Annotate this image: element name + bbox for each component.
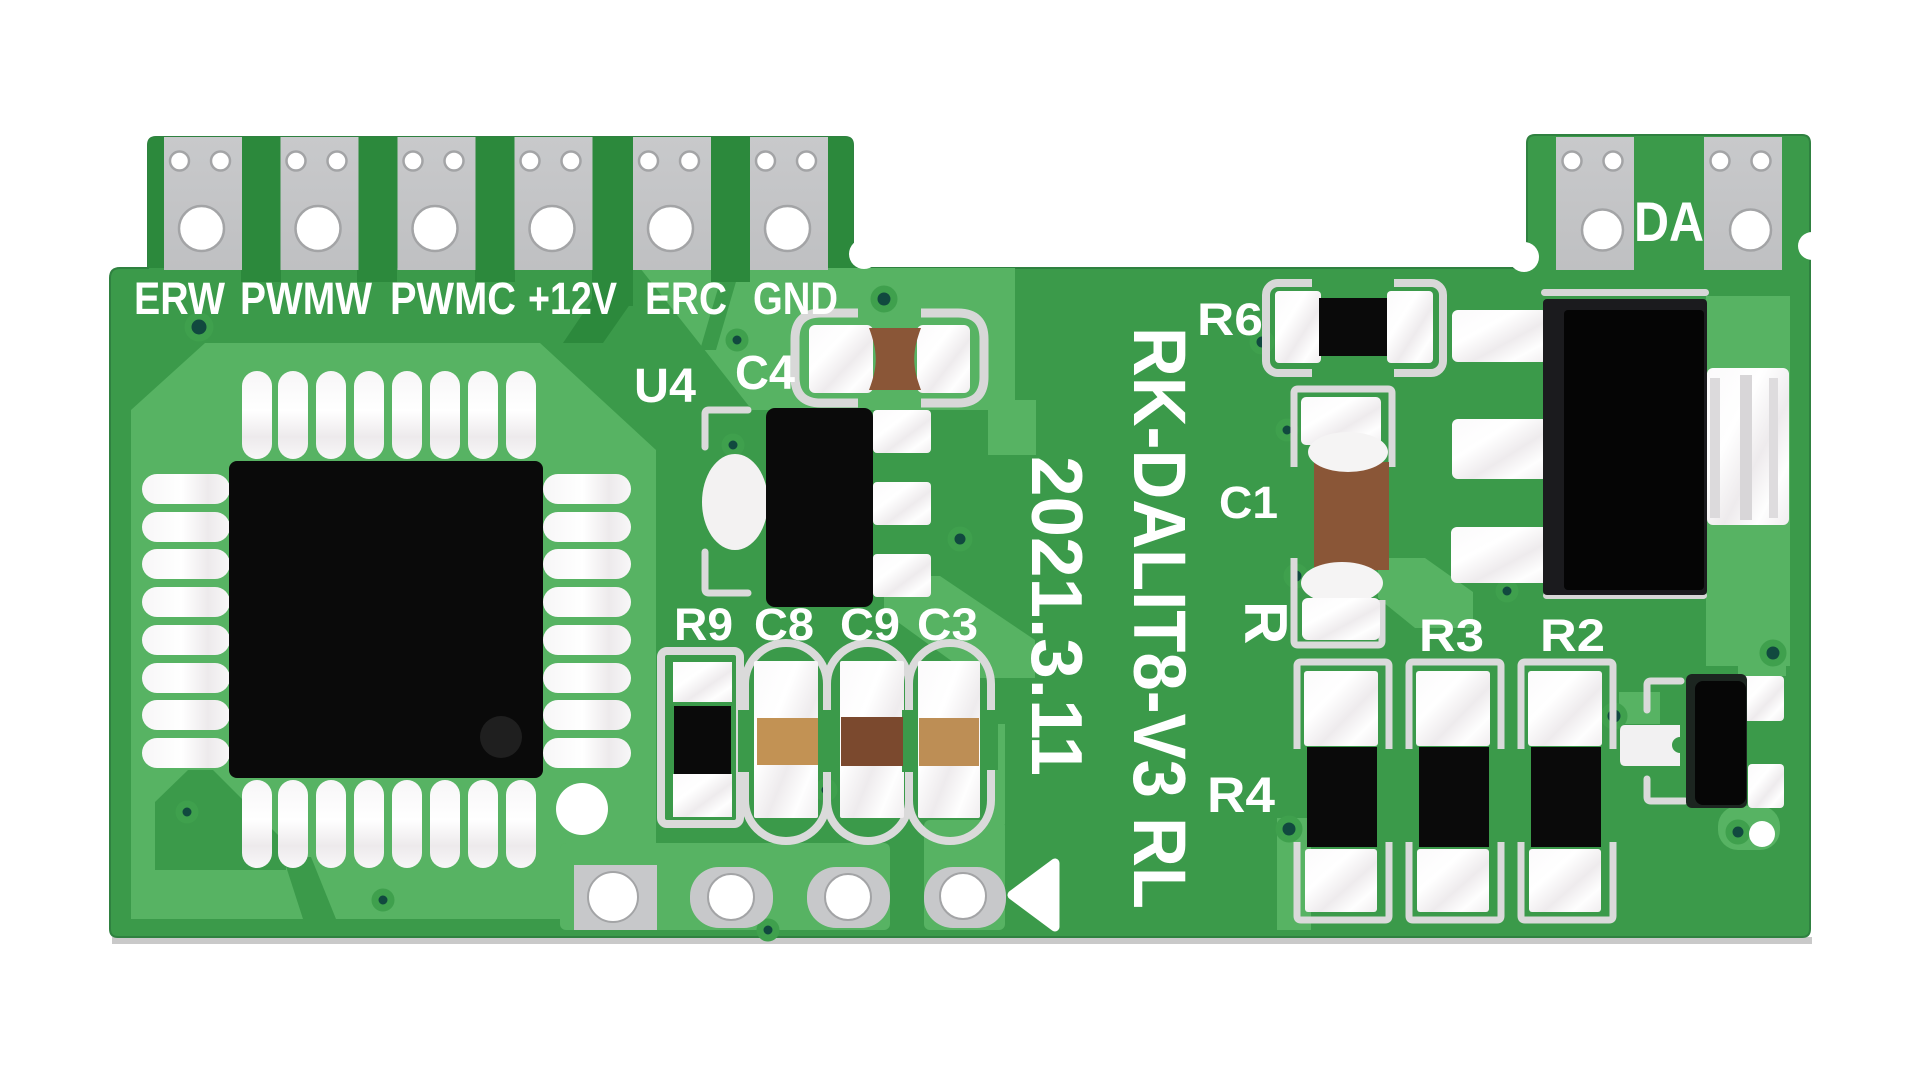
svg-text:GND: GND bbox=[753, 273, 838, 324]
svg-text:R4: R4 bbox=[1207, 767, 1275, 823]
svg-text:RK-DALIT8-V3 RL: RK-DALIT8-V3 RL bbox=[1118, 327, 1201, 909]
svg-text:C4: C4 bbox=[735, 347, 795, 400]
svg-text:C8: C8 bbox=[754, 599, 814, 650]
svg-text:C1: C1 bbox=[1219, 477, 1278, 528]
svg-text:C9: C9 bbox=[840, 599, 900, 650]
svg-text:U4: U4 bbox=[634, 360, 696, 413]
svg-text:R: R bbox=[1232, 601, 1299, 644]
svg-text:R6: R6 bbox=[1197, 294, 1263, 345]
svg-text:R9: R9 bbox=[674, 599, 733, 650]
svg-text:PWMW: PWMW bbox=[240, 273, 372, 324]
svg-text:2021.3.11: 2021.3.11 bbox=[1016, 456, 1096, 776]
svg-text:R2: R2 bbox=[1540, 610, 1605, 661]
svg-text:PWMC: PWMC bbox=[390, 273, 516, 324]
svg-text:C3: C3 bbox=[917, 599, 978, 650]
svg-text:R3: R3 bbox=[1419, 610, 1484, 661]
svg-text:+12V: +12V bbox=[528, 273, 617, 324]
svg-text:ERW: ERW bbox=[134, 273, 225, 324]
svg-text:DA: DA bbox=[1634, 190, 1704, 253]
svg-text:ERC: ERC bbox=[645, 273, 727, 324]
